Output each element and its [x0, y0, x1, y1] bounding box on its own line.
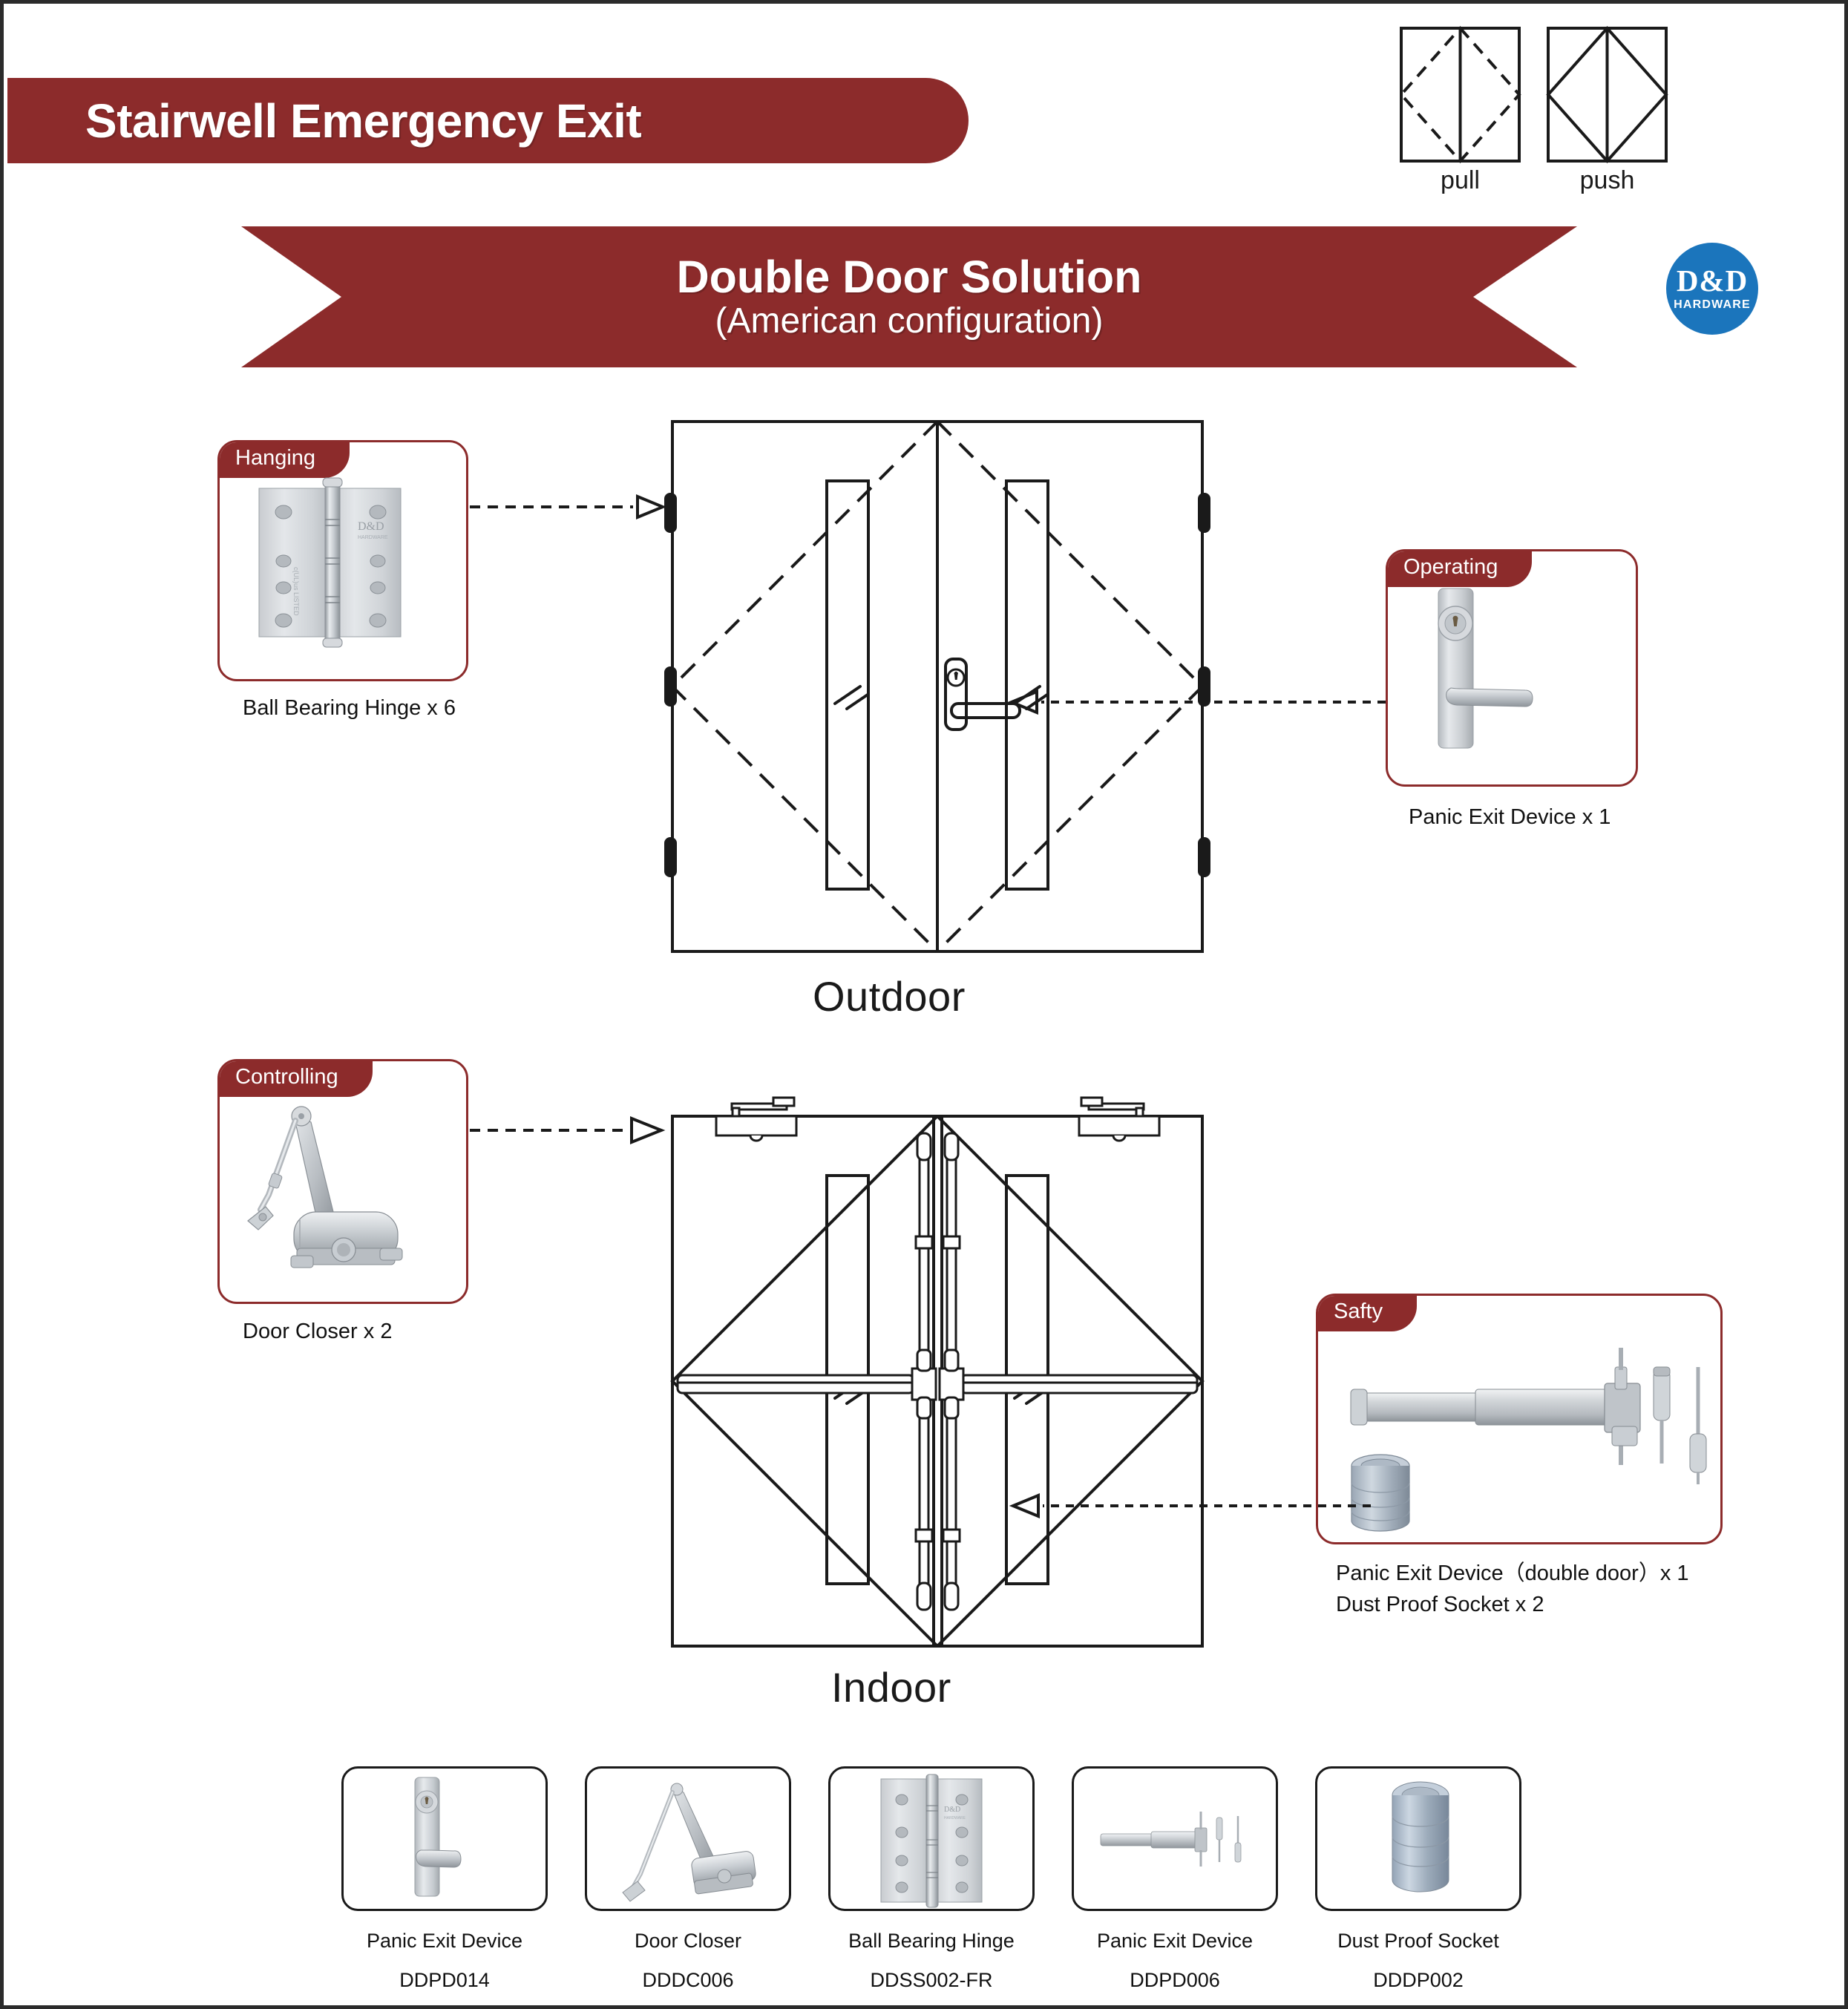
product-code-0: DDPD014 — [399, 1969, 490, 1991]
callout-tag-hanging: Hanging — [220, 442, 350, 478]
lever-escutcheon-icon — [1438, 588, 1533, 749]
product-image-box-2: D&D HARDWARE — [828, 1766, 1035, 1911]
logo-sub-text: HARDWARE — [1674, 298, 1751, 311]
page-title: Stairwell Emergency Exit — [85, 94, 642, 148]
callout-controlling: Controlling — [217, 1059, 468, 1304]
svg-text:HARDWARE: HARDWARE — [944, 1816, 966, 1820]
product-image-box-0 — [341, 1766, 548, 1911]
product-cell-0: Panic Exit Device DDPD014 — [341, 1766, 548, 1992]
product-image-box-3 — [1072, 1766, 1278, 1911]
product-code-4: DDDP002 — [1373, 1969, 1464, 1991]
callout-caption-operating: Panic Exit Device x 1 — [1409, 805, 1611, 829]
product-image-box-4 — [1315, 1766, 1521, 1911]
product-cell-1: Door Closer DDDC006 — [585, 1766, 791, 1992]
svg-text:D&D: D&D — [358, 520, 384, 533]
callout-safty: Safty — [1316, 1294, 1723, 1544]
callout-caption-hanging: Ball Bearing Hinge x 6 — [243, 696, 456, 720]
ball-bearing-hinge-icon: D&D HARDWARE — [880, 1774, 983, 1908]
callout-tag-controlling: Controlling — [220, 1061, 373, 1097]
product-code-2: DDSS002-FR — [870, 1969, 993, 1991]
logo-main-text: D&D — [1676, 263, 1749, 298]
push-symbol-icon — [1546, 26, 1668, 163]
callout-hanging: Hanging — [217, 440, 468, 681]
product-name-2: Ball Bearing Hinge — [848, 1930, 1015, 1952]
callout-tag-safty: Safty — [1318, 1296, 1418, 1331]
pull-symbol-icon — [1399, 26, 1521, 163]
door-closer-icon — [622, 1783, 756, 1902]
key-label-pull: pull — [1441, 166, 1480, 194]
svg-text:D&D: D&D — [944, 1806, 960, 1814]
dust-proof-socket-icon — [1392, 1781, 1449, 1892]
product-cell-3: Panic Exit Device DDPD006 — [1072, 1766, 1278, 1992]
key-item-push: push — [1546, 26, 1668, 195]
indoor-door-diagram — [470, 1096, 1371, 1648]
product-name-0: Panic Exit Device — [366, 1930, 523, 1952]
ribbon-banner: Double Door Solution (American configura… — [241, 226, 1577, 367]
product-code-1: DDDC006 — [642, 1969, 734, 1991]
ribbon-subtitle: (American configuration) — [715, 301, 1104, 341]
ribbon-title: Double Door Solution — [676, 251, 1142, 302]
product-name-3: Panic Exit Device — [1096, 1930, 1254, 1952]
title-banner: Stairwell Emergency Exit — [7, 78, 969, 163]
product-image-box-1 — [585, 1766, 791, 1911]
callout-operating: Operating — [1386, 549, 1638, 787]
product-name-1: Door Closer — [634, 1930, 742, 1952]
view-label-indoor: Indoor — [831, 1664, 951, 1711]
product-cell-4: Dust Proof Socket DDDP002 — [1315, 1766, 1521, 1992]
callout-caption-controlling: Door Closer x 2 — [243, 1320, 393, 1343]
ball-bearing-hinge-icon: D&D HARDWARE c(UL)us LISTED — [258, 477, 402, 648]
key-label-push: push — [1579, 166, 1635, 194]
product-strip: Panic Exit Device DDPD014 — [341, 1766, 1521, 1992]
product-code-3: DDPD006 — [1130, 1969, 1220, 1991]
key-item-pull: pull — [1399, 26, 1521, 195]
svg-text:c(UL)us LISTED: c(UL)us LISTED — [292, 567, 300, 616]
door-closer-icon — [247, 1106, 403, 1268]
door-swing-key: pull push — [1399, 26, 1674, 197]
panic-bar-icon — [1100, 1812, 1242, 1867]
callout-tag-operating: Operating — [1388, 551, 1533, 587]
view-label-outdoor: Outdoor — [813, 973, 966, 1020]
lever-escutcheon-icon — [414, 1777, 462, 1897]
svg-text:HARDWARE: HARDWARE — [358, 535, 388, 540]
panic-bar-and-socket-icon — [1350, 1348, 1707, 1532]
callout-caption-safty: Panic Exit Device（double door）x 1 Dust P… — [1336, 1561, 1689, 1617]
outdoor-door-diagram — [470, 420, 1386, 953]
product-cell-2: D&D HARDWARE Ball Bearing Hinge DDSS002-… — [828, 1766, 1035, 1992]
product-name-4: Dust Proof Socket — [1337, 1930, 1499, 1952]
dd-hardware-logo: D&D HARDWARE — [1666, 243, 1758, 335]
